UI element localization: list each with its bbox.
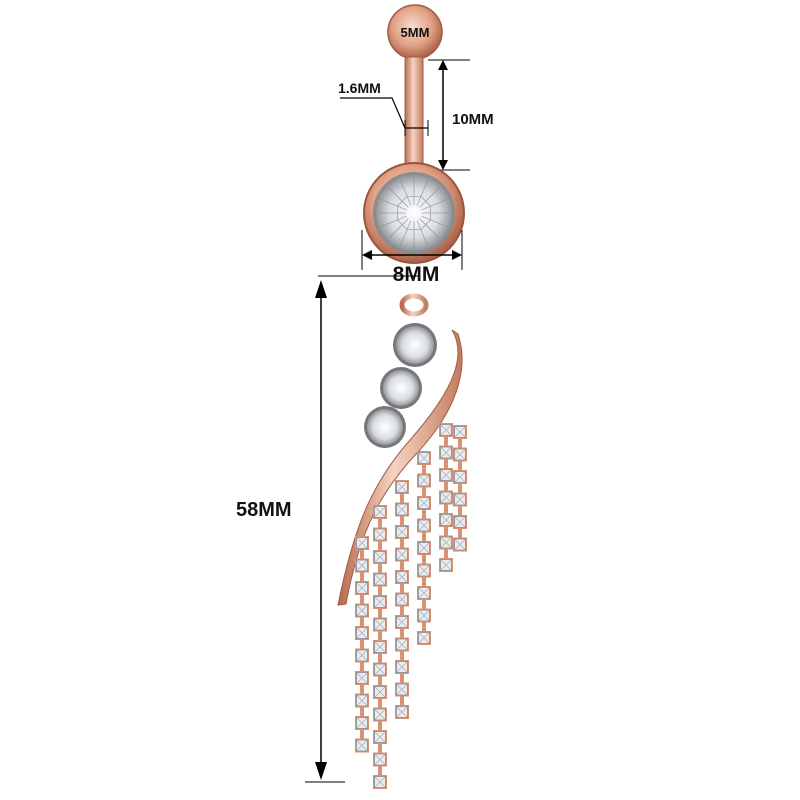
round-stones	[364, 323, 437, 448]
round-stone-3	[367, 409, 403, 445]
gem-width-label: 8MM	[393, 263, 440, 286]
chain-3	[395, 480, 409, 719]
gauge-leader-line	[340, 97, 428, 129]
drop-length-label: 58MM	[236, 499, 292, 521]
ball-size-label: 5MM	[401, 25, 430, 40]
swoosh-band	[337, 329, 463, 606]
chain-4	[417, 451, 431, 645]
round-stone-1	[396, 326, 434, 364]
gauge-label: 1.6MM	[338, 80, 381, 96]
tassel-chains	[355, 423, 467, 789]
connector-loop	[399, 293, 429, 317]
chain-5	[439, 423, 453, 572]
chain-1	[355, 536, 369, 753]
chain-6	[453, 425, 467, 552]
chain-2	[373, 505, 387, 789]
barbell-bar	[404, 56, 424, 176]
bar-length-label: 10MM	[452, 111, 494, 128]
round-stone-2	[383, 370, 419, 406]
